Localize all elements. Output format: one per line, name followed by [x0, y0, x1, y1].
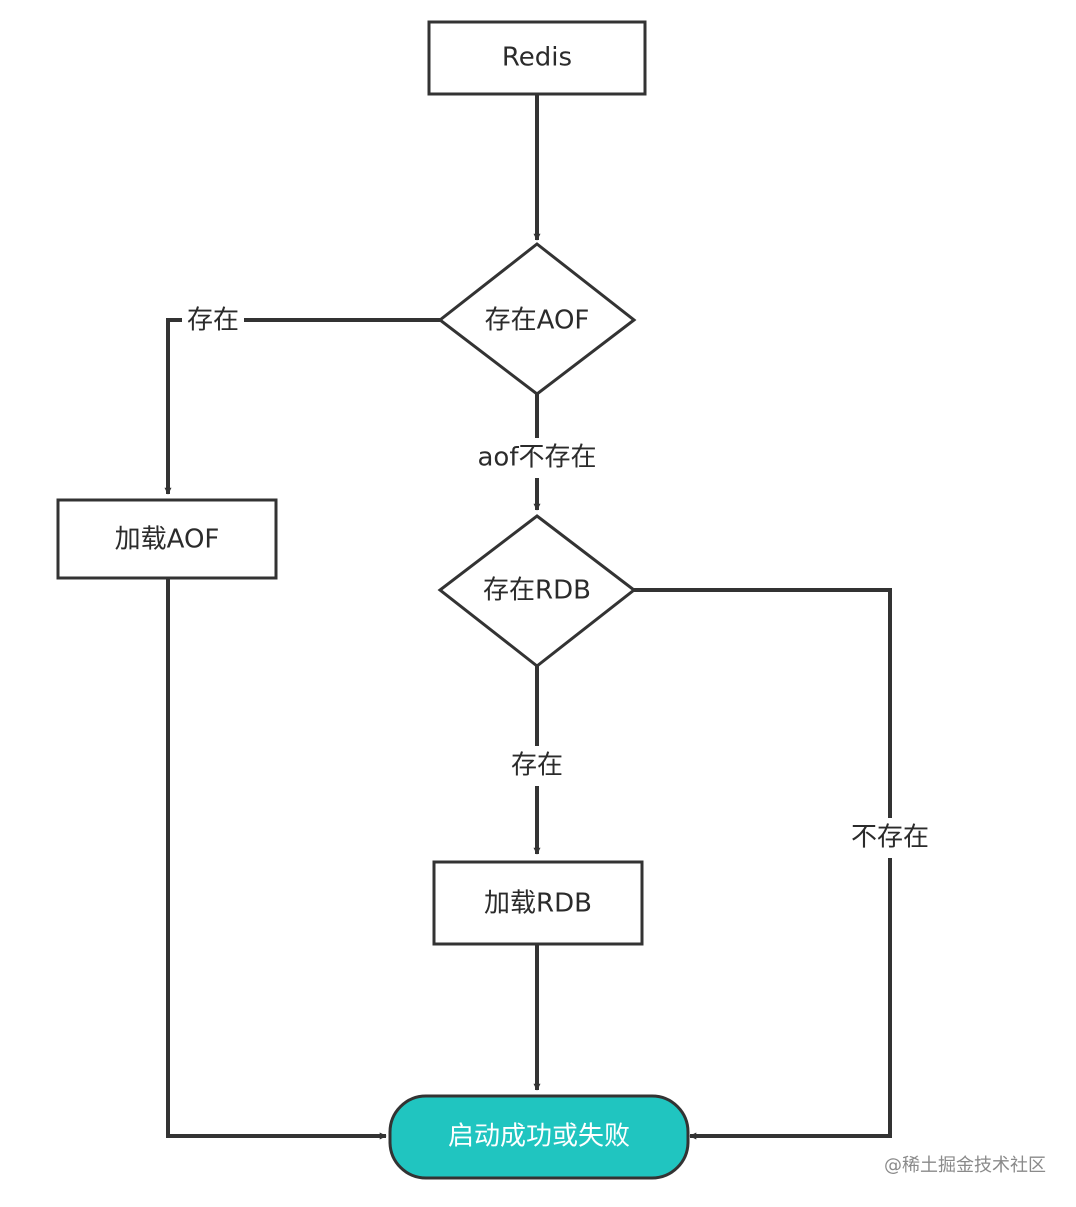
node-redis: Redis	[427, 20, 647, 96]
edge-labels: 存在 aof不存在 存在 不存在	[182, 302, 935, 858]
edge-exists-aof-to-load-aof	[164, 318, 440, 495]
node-load-rdb: 加载RDB	[432, 860, 644, 946]
node-load-aof: 加载AOF	[56, 498, 278, 580]
decision-exists-rdb: 存在RDB	[437, 514, 637, 668]
edge-label-bg	[182, 302, 244, 338]
edge-label-aof-not-exists: aof不存在	[478, 443, 597, 473]
edge-load-aof-to-result	[166, 578, 387, 1140]
terminal-result-label: 启动成功或失败	[448, 1122, 630, 1152]
edge-label-aof-exists: 存在	[187, 306, 239, 336]
terminal-result: 启动成功或失败	[388, 1094, 690, 1180]
node-load-rdb-label: 加载RDB	[484, 889, 592, 919]
decision-exists-aof-label: 存在AOF	[485, 306, 590, 336]
edge-label-rdb-exists: 存在	[511, 751, 563, 781]
decision-exists-rdb-label: 存在RDB	[483, 576, 591, 606]
edge-label-bg	[468, 438, 606, 478]
edge-label-bg	[505, 746, 569, 786]
decision-exists-aof: 存在AOF	[437, 242, 637, 396]
edge-label-bg	[845, 818, 935, 858]
node-redis-label: Redis	[502, 43, 572, 73]
edges	[164, 94, 892, 1140]
node-load-aof-label: 加载AOF	[115, 525, 220, 555]
watermark: @稀土掘金技术社区	[884, 1155, 1046, 1176]
edge-exists-rdb-to-result	[634, 588, 892, 1140]
edge-label-rdb-not-exists: 不存在	[851, 823, 929, 853]
